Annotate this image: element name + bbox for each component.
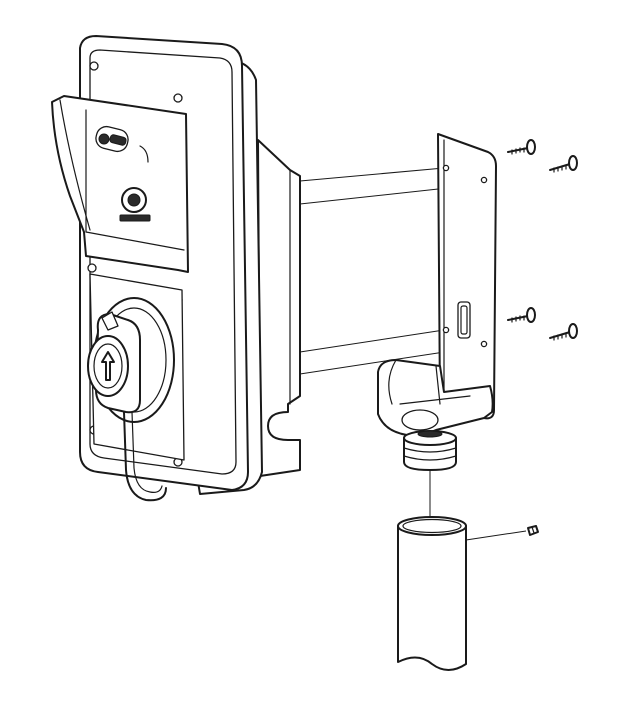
socket-cap xyxy=(87,311,141,414)
mounting-screw xyxy=(507,307,536,323)
display-hood xyxy=(51,95,189,273)
charging-station xyxy=(51,35,301,502)
mounting-screw xyxy=(549,323,578,341)
bracket-slot xyxy=(457,301,471,339)
rfid-reader xyxy=(119,187,151,222)
bracket-plate xyxy=(437,133,497,420)
corner-screw-tl xyxy=(89,61,99,71)
set-screw xyxy=(527,525,539,536)
corner-screw-ml xyxy=(87,263,97,273)
pole xyxy=(397,516,467,671)
cap-tether xyxy=(123,411,167,502)
pole-adapter xyxy=(403,430,457,471)
mounting-screws xyxy=(507,139,578,341)
station-rear-block xyxy=(257,139,301,477)
mounting-screw xyxy=(549,155,578,173)
corner-screw-tr xyxy=(173,93,183,103)
wall-mount-bracket xyxy=(377,133,497,437)
mounting-screw xyxy=(507,139,536,155)
